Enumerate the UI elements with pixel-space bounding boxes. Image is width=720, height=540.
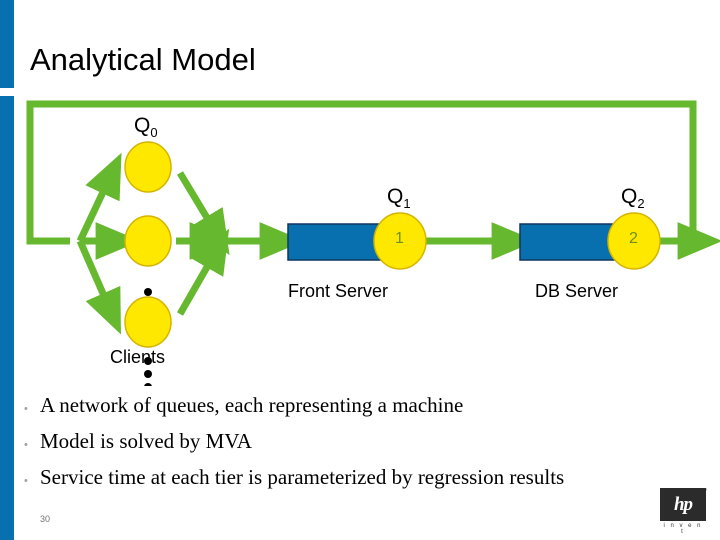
feedback-loop-path xyxy=(26,100,697,245)
client-node-2 xyxy=(124,215,172,267)
client-nodes xyxy=(124,141,172,348)
page-title: Analytical Model xyxy=(30,42,256,77)
list-item: • Service time at each tier is parameter… xyxy=(24,464,714,495)
clients-fanin-arrows xyxy=(176,171,235,316)
list-item: • A network of queues, each representing… xyxy=(24,392,714,423)
db-server-queue-label: Q2 xyxy=(621,185,645,212)
client-node-3 xyxy=(124,296,172,348)
db-server-node-number: 2 xyxy=(629,230,638,247)
front-server-name: Front Server xyxy=(288,281,389,301)
bullet-marker-icon: • xyxy=(24,439,28,451)
accent-bar-main xyxy=(0,96,14,540)
clients-group-label: Clients xyxy=(110,347,166,367)
queue-nodes xyxy=(373,212,661,270)
clients-fanout-arrows xyxy=(76,152,141,335)
server-boxes xyxy=(287,223,617,261)
front-server-queue-label: Q1 xyxy=(387,185,411,212)
trademark-icon: ™ xyxy=(702,488,707,494)
hp-wordmark: hp xyxy=(673,493,693,515)
hp-logo-box: hp ™ xyxy=(660,488,707,521)
slide-number: 30 xyxy=(40,514,51,524)
front-server-node-number: 1 xyxy=(395,230,404,247)
db-server-box xyxy=(519,223,617,261)
bullet-text: A network of queues, each representing a… xyxy=(40,393,464,417)
hp-tagline: i n v e n t xyxy=(663,523,703,535)
bullet-list: • A network of queues, each representing… xyxy=(24,392,714,500)
front-server-box xyxy=(287,223,385,261)
db-server-name: DB Server xyxy=(535,281,619,301)
list-item: • Model is solved by MVA xyxy=(24,428,714,459)
bullet-marker-icon: • xyxy=(24,475,28,487)
analytical-model-diagram: Q0 Clients Q1 1 Front Server Q2 2 DB Ser… xyxy=(0,96,720,386)
clients-queue-label: Q0 xyxy=(134,114,158,141)
bullet-text: Model is solved by MVA xyxy=(40,429,252,453)
bullet-text: Service time at each tier is parameteriz… xyxy=(40,465,565,489)
front-server-queue-node xyxy=(373,212,427,270)
db-server-queue-node xyxy=(607,212,661,270)
bullet-marker-icon: • xyxy=(24,403,28,415)
hp-logo: hp ™ i n v e n t xyxy=(660,488,707,535)
accent-bar-top xyxy=(0,0,14,88)
client-node-1 xyxy=(124,141,172,193)
